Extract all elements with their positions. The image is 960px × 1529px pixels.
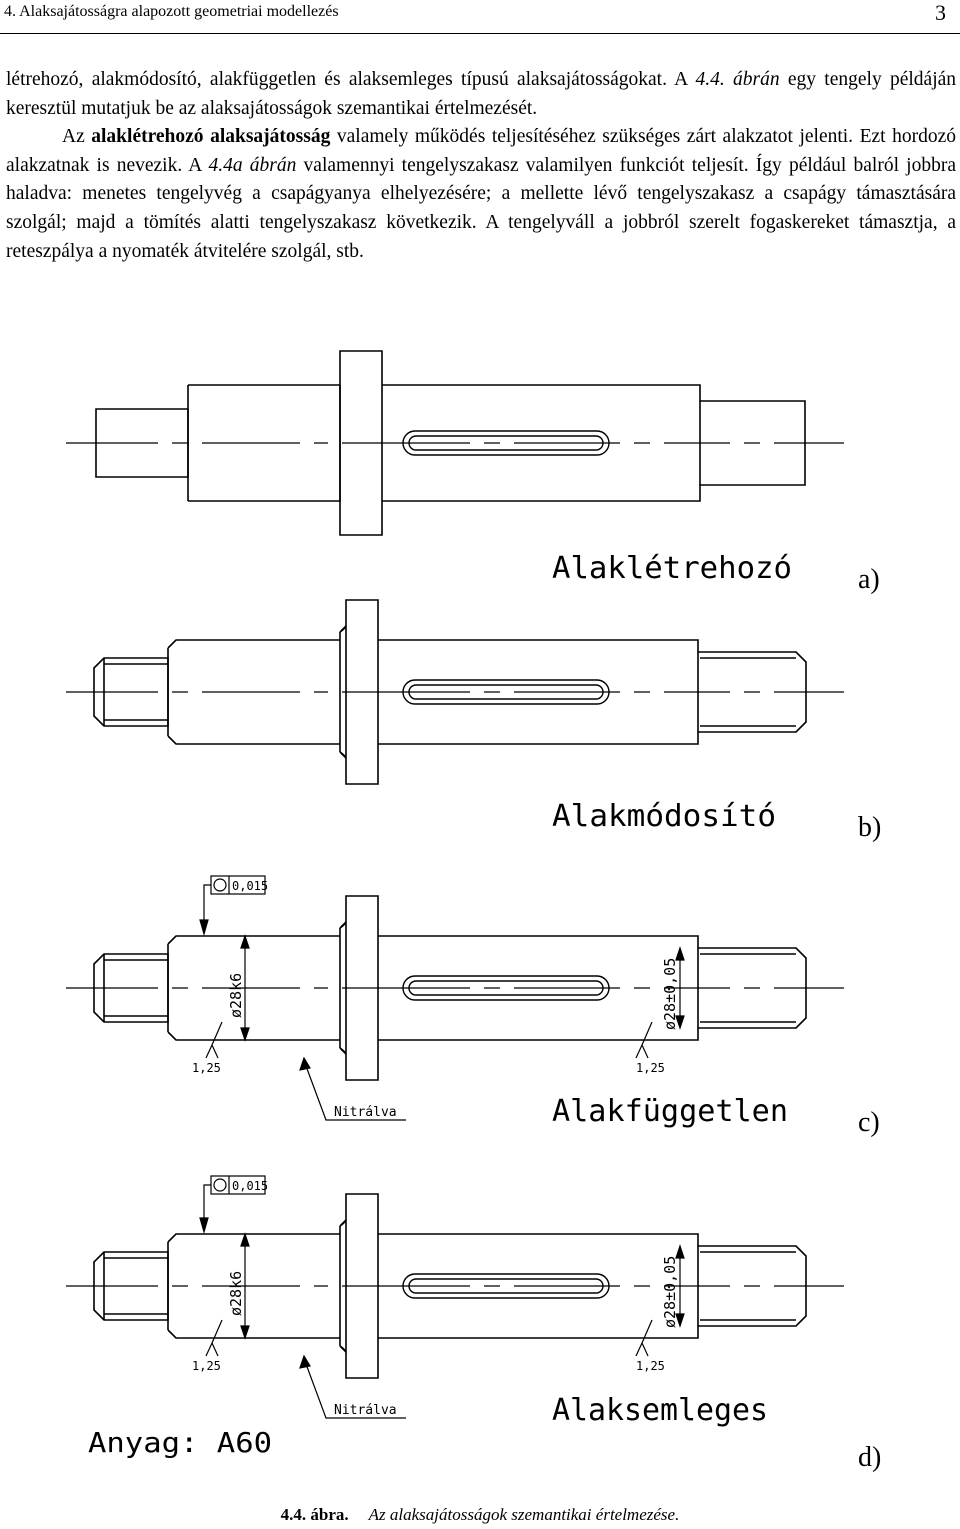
panel-b-title: Alakmódosító — [552, 799, 776, 834]
treatment-label-c: Nitrálva — [334, 1105, 397, 1120]
figure-caption: 4.4. ábra. Az alaksajátosságok szemantika… — [0, 1505, 960, 1525]
dim-right-d: ø28±0,05 — [661, 1256, 679, 1328]
panel-c-title: Alakfüggetlen — [552, 1094, 788, 1129]
chapter-title: 4. Alaksajátosságra alapozott geometriai… — [4, 3, 339, 20]
dim-left-d: ø28k6 — [227, 1271, 245, 1316]
material-label: Anyag: A60 — [88, 1426, 272, 1459]
panel-a-letter: a) — [858, 564, 880, 595]
roughness-right-d: 1,25 — [636, 1359, 665, 1373]
header-rule — [0, 33, 960, 34]
roughness-right-c: 1,25 — [636, 1061, 665, 1075]
p2-bold-term: alaklétrehozó alaksajátosság — [91, 126, 331, 148]
panel-d-title: Alaksemleges — [552, 1393, 768, 1428]
tolerance-value-d: 0,015 — [232, 1179, 268, 1193]
treatment-label-d: Nitrálva — [334, 1403, 397, 1418]
paragraph-2: Az alaklétrehozó alaksajátosság valamely… — [6, 123, 956, 266]
p2-text-a: Az — [62, 126, 92, 148]
panel-a-title: Alaklétrehozó — [552, 551, 792, 586]
panel-c-letter: c) — [858, 1107, 880, 1138]
panel-b-letter: b) — [858, 812, 881, 843]
dim-right-c: ø28±0,05 — [661, 958, 679, 1030]
panel-b-drawing — [65, 599, 845, 785]
paragraph-1: létrehozó, alakmódosító, alakfüggetlen é… — [6, 66, 956, 123]
panel-a-drawing — [65, 350, 845, 536]
roughness-left-d: 1,25 — [192, 1359, 221, 1373]
panel-d-letter: d) — [858, 1442, 881, 1473]
page-number: 3 — [935, 0, 946, 25]
panel-d-drawing — [65, 1175, 845, 1419]
roughness-left-c: 1,25 — [192, 1061, 221, 1075]
dim-left-c: ø28k6 — [227, 973, 245, 1018]
p2-figure-ref: 4.4a ábrán — [208, 154, 297, 176]
p1-text-a: létrehozó, alakmódosító, alakfüggetlen é… — [6, 69, 696, 90]
p1-figure-ref: 4.4. ábrán — [695, 69, 780, 90]
p2-text-b: valamely működés teljesítéséhez szüksége… — [6, 126, 956, 176]
p2-text-c: valamennyi tengelyszakasz valamilyen fun… — [6, 154, 956, 262]
tolerance-value-c: 0,015 — [232, 879, 268, 893]
caption-text: Az alaksajátosságok szemantikai értelmez… — [368, 1505, 680, 1524]
caption-number: 4.4. ábra. — [280, 1505, 349, 1524]
panel-c-drawing — [65, 875, 845, 1121]
body-text: létrehozó, alakmódosító, alakfüggetlen é… — [6, 66, 956, 266]
p1-text-b: egy tengely példáján keresztül mutatjuk … — [6, 69, 957, 119]
